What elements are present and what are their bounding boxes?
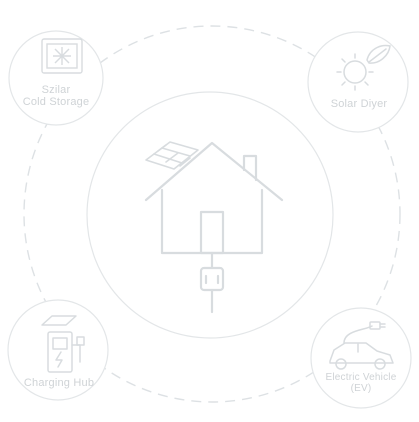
node-label-electric-vehicle: Electric Vehicle (EV) — [314, 372, 408, 394]
charging-station-icon — [41, 315, 85, 373]
center-circle — [86, 91, 334, 339]
node-label-solar-diyer: Solar Diyer — [330, 98, 388, 110]
node-circle-cold-storage[interactable] — [8, 30, 104, 126]
electric-vehicle-label-line2: (EV) — [350, 383, 372, 394]
solar-sun-icon — [336, 44, 391, 91]
solar-panel-icon — [145, 141, 199, 170]
cold-storage-label-line2: Cold Storage — [22, 96, 90, 108]
cold-storage-icon — [41, 38, 83, 74]
house-icon — [144, 141, 284, 314]
node-label-cold-storage: Szilar Cold Storage — [16, 84, 96, 108]
cold-storage-label-line1: Szilar — [41, 84, 71, 96]
electric-vehicle-label-line1: Electric Vehicle — [325, 372, 397, 383]
dashed-connection-ring — [23, 25, 401, 403]
node-label-charging-hub: Charging Hub — [23, 377, 95, 389]
electric-car-icon — [329, 321, 394, 370]
node-circle-electric-vehicle[interactable] — [310, 307, 412, 409]
node-circle-charging-hub[interactable] — [7, 299, 109, 401]
